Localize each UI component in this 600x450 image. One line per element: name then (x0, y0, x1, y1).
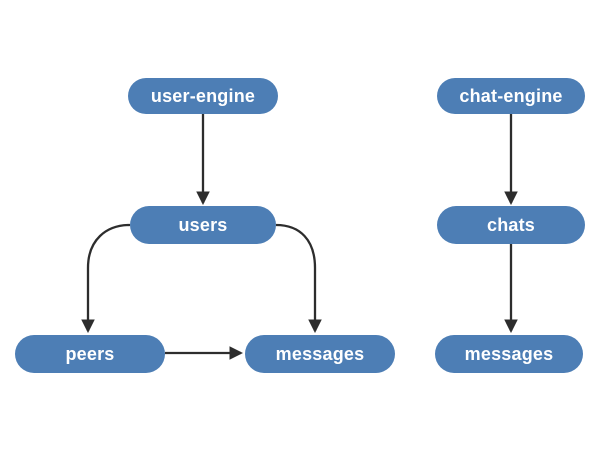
node-chat-engine: chat-engine (437, 78, 585, 114)
node-users: users (130, 206, 276, 244)
edge-users-to-messages (275, 223, 322, 334)
node-chats: chats (437, 206, 585, 244)
node-peers: peers (15, 335, 165, 373)
edge-users-to-peers (81, 223, 131, 334)
node-messages-right: messages (435, 335, 583, 373)
node-messages-left: messages (245, 335, 395, 373)
node-user-engine: user-engine (128, 78, 278, 114)
